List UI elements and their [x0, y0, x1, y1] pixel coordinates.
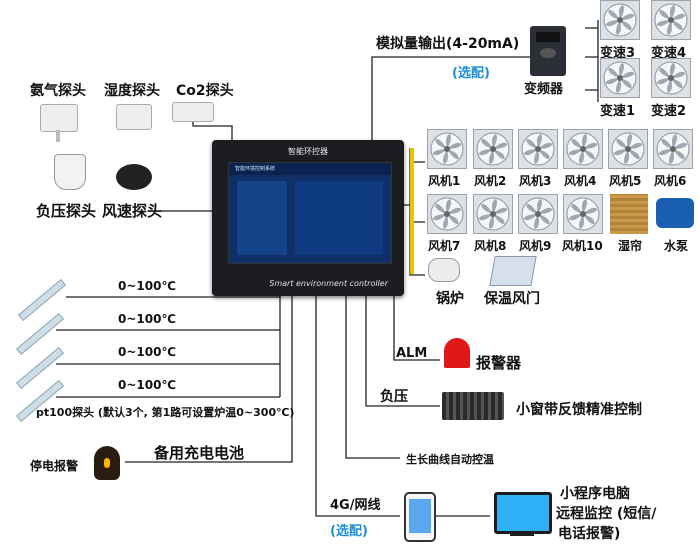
co2-sensor-image	[172, 102, 214, 122]
negative-pressure-label: 负压	[380, 389, 408, 405]
screen-outputs	[295, 181, 383, 255]
fan-9-image	[518, 194, 558, 234]
analog-output-label: 模拟量输出(4-20mA)	[376, 36, 520, 52]
pressure-sensor-label: 负压探头	[36, 202, 97, 220]
analog-optional-label: (选配)	[452, 66, 490, 81]
ammonia-sensor-label: 氨气探头	[30, 83, 86, 99]
inverter-label: 变频器	[524, 82, 564, 97]
fan-label-8: 风机8	[474, 239, 507, 253]
fan-label-5: 风机5	[609, 174, 642, 188]
pressure-sensor-image	[54, 154, 86, 190]
fan-label-10: 风机10	[562, 239, 603, 253]
pump-image	[656, 198, 694, 228]
fan-5-image	[608, 129, 648, 169]
alarm-device-label: 报警器	[476, 354, 522, 372]
humidity-sensor-label: 湿度探头	[104, 83, 160, 99]
controller-brand: Smart environment controller	[269, 279, 388, 288]
fan-blade-icon	[566, 132, 600, 166]
fan-blade-icon	[611, 132, 645, 166]
fan-blade-icon	[603, 61, 637, 95]
wind-sensor-label: 风速探头	[102, 202, 163, 220]
fan-label-3: 风机3	[519, 174, 552, 188]
fan-10-image	[563, 194, 603, 234]
boiler-image	[428, 258, 460, 282]
fan-3-image	[518, 129, 558, 169]
fan-blade-icon	[654, 61, 688, 95]
fan-2-image	[473, 129, 513, 169]
humidity-sensor-image	[116, 104, 152, 130]
fan-blade-icon	[430, 132, 464, 166]
fan-6-image	[653, 129, 693, 169]
fan-blade-icon	[603, 3, 637, 37]
backup-battery-label: 备用充电电池	[154, 444, 245, 462]
network-label: 4G/网线	[330, 498, 381, 513]
speed-label-2: 变速2	[651, 104, 687, 119]
temp-probe-note: pt100探头 (默认3个, 第1路可设置炉温0~300℃)	[36, 406, 295, 419]
controller-title: 智能环控器	[288, 147, 328, 156]
ammonia-sensor-image	[40, 104, 78, 132]
pump-label: 水泵	[664, 239, 689, 253]
fan-label-7: 风机7	[428, 239, 461, 253]
insulated-door-label: 保温风门	[484, 291, 540, 307]
alm-label: ALM	[396, 346, 428, 361]
alarm-light-image	[444, 338, 470, 368]
fan-label-2: 风机2	[474, 174, 507, 188]
speed-fan-3-image	[600, 0, 640, 40]
fan-blade-icon	[476, 197, 510, 231]
window-control-label: 小窗带反馈精准控制	[516, 402, 642, 418]
speed-label-1: 变速1	[600, 104, 636, 119]
fan-blade-icon	[521, 132, 555, 166]
controller-screen-title: 智能环境控制系统	[229, 163, 391, 175]
monitor-stand	[510, 532, 534, 536]
growth-curve-label: 生长曲线自动控温	[406, 453, 494, 466]
small-window-image	[442, 392, 504, 420]
fan-blade-icon	[476, 132, 510, 166]
remote-line-1: 小程序电脑	[560, 486, 630, 502]
outage-alarm-label: 停电报警	[30, 459, 79, 473]
controller-device: 智能环控器 智能环境控制系统 Smart environment control…	[212, 140, 404, 296]
fan-label-9: 风机9	[519, 239, 552, 253]
controller-screen: 智能环境控制系统	[228, 162, 392, 264]
speed-fan-1-image	[600, 58, 640, 98]
fan-label-6: 风机6	[654, 174, 687, 188]
monitor-image	[494, 492, 552, 534]
fan-blade-icon	[566, 197, 600, 231]
network-optional-label: (选配)	[330, 524, 368, 539]
fan-blade-icon	[654, 3, 688, 37]
fan-blade-icon	[521, 197, 555, 231]
temp-range-4: 0~100℃	[118, 378, 176, 392]
remote-line-3: 电话报警)	[558, 526, 621, 542]
temp-range-3: 0~100℃	[118, 345, 176, 359]
fan-8-image	[473, 194, 513, 234]
fan-label-4: 风机4	[564, 174, 597, 188]
speed-fan-4-image	[651, 0, 691, 40]
temp-range-2: 0~100℃	[118, 312, 176, 326]
speed-label-3: 变速3	[600, 46, 636, 61]
boiler-label: 锅炉	[436, 291, 464, 307]
fan-label-1: 风机1	[428, 174, 461, 188]
ammonia-sensor-probe	[56, 130, 60, 142]
remote-line-2: 远程监控 (短信/	[556, 506, 657, 522]
fan-7-image	[427, 194, 467, 234]
wind-sensor-image	[116, 164, 152, 190]
bulb-glow	[104, 458, 110, 468]
wet-curtain-label: 湿帘	[618, 239, 643, 253]
fan-1-image	[427, 129, 467, 169]
screen-gauges	[237, 181, 287, 255]
speed-label-4: 变速4	[651, 46, 687, 61]
insulated-door-image	[489, 256, 537, 286]
wet-curtain-image	[610, 194, 648, 234]
fan-4-image	[563, 129, 603, 169]
fan-bracket	[410, 148, 414, 274]
inverter-image	[530, 26, 566, 76]
temp-range-1: 0~100℃	[118, 279, 176, 293]
co2-sensor-label: Co2探头	[176, 83, 234, 99]
speed-fan-2-image	[651, 58, 691, 98]
phone-image	[404, 492, 436, 542]
fan-blade-icon	[656, 132, 690, 166]
fan-blade-icon	[430, 197, 464, 231]
